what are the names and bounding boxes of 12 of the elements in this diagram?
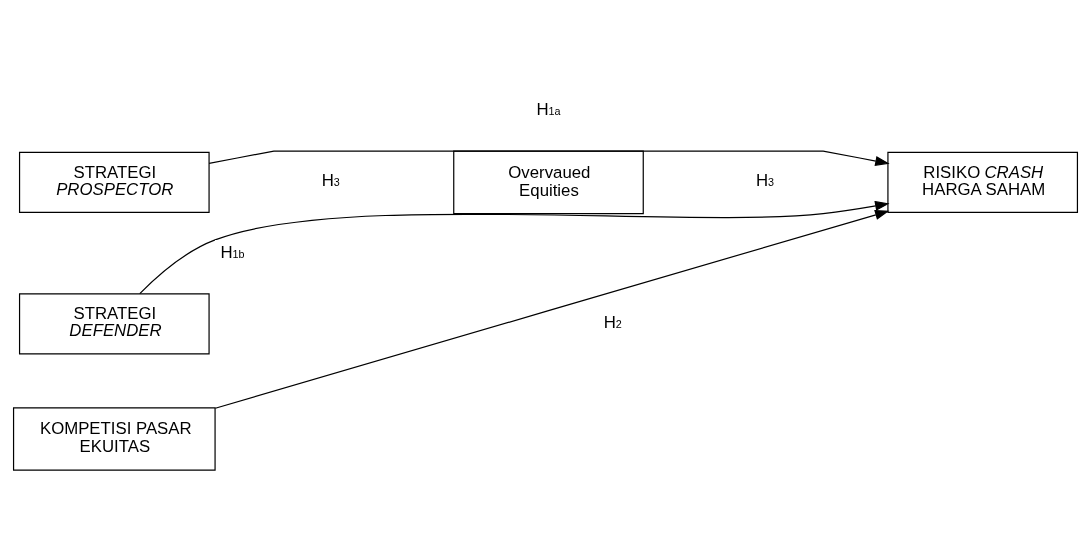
arrow bbox=[139, 200, 890, 294]
node-box: Overvaued Equities bbox=[453, 150, 644, 214]
edge-label: H1b bbox=[220, 242, 245, 262]
arrow bbox=[208, 150, 890, 166]
label: H3 bbox=[321, 170, 340, 190]
edge-label: H2 bbox=[603, 312, 622, 332]
label: H3 bbox=[755, 170, 774, 190]
node-box: STRATEGI DEFENDER bbox=[18, 292, 210, 354]
edge-label: H1a bbox=[536, 99, 561, 119]
node-box: STRATEGI PROSPECTOR bbox=[18, 151, 210, 213]
node-box: RISIKO CRASH HARGA SAHAM bbox=[887, 151, 1079, 213]
node-box: KOMPETISI PASAR EKUITAS bbox=[12, 406, 216, 471]
